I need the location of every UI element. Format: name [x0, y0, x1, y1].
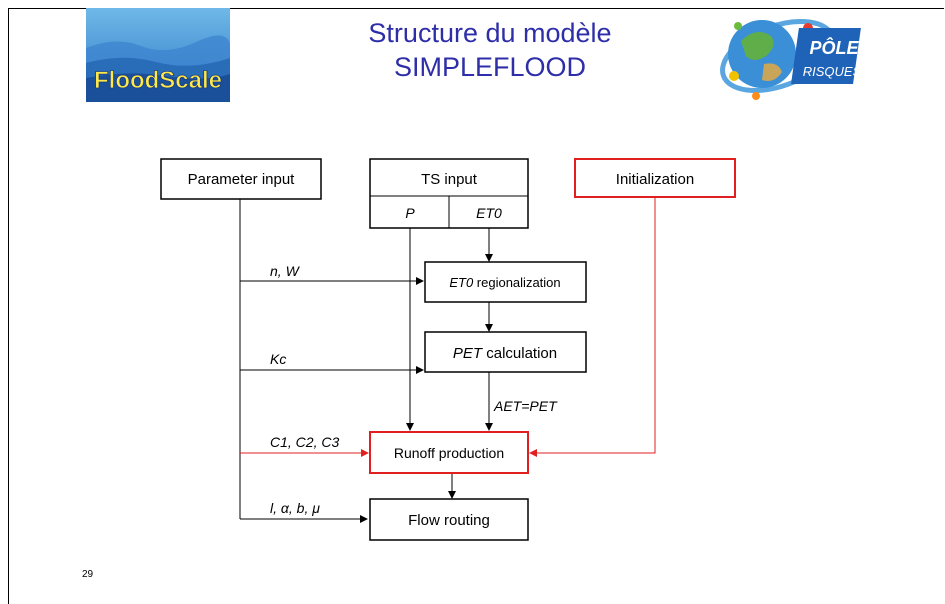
flow-routing-label: Flow routing	[408, 512, 490, 529]
runoff-production-label: Runoff production	[394, 445, 504, 461]
pole-logo-text-top: PÔLE	[809, 37, 859, 58]
floodscale-logo-text: FloodScale	[94, 67, 222, 94]
red-connector-lines	[240, 197, 656, 457]
box-ts-input: TS input P ET0	[369, 158, 529, 229]
ts-input-p-label: P	[405, 205, 415, 221]
pet-calculation-text: calculation	[482, 345, 557, 362]
title-line-2: SIMPLEFLOOD	[393, 52, 587, 82]
arrow-initialization	[529, 197, 656, 457]
ts-input-label: TS input	[421, 171, 478, 188]
pet-calculation-var: PET	[453, 345, 484, 362]
page-number: 29	[82, 569, 94, 580]
pole-risques-logo: PÔLE RISQUES	[720, 19, 862, 100]
slide-title: Structure du modèle SIMPLEFLOOD	[300, 16, 680, 84]
initialization-label: Initialization	[616, 171, 694, 188]
floodscale-logo: FloodScale	[86, 8, 230, 102]
svg-text:ET0 regionalization: ET0 regionalization	[449, 275, 560, 290]
connector-lines	[239, 199, 493, 523]
et0-regionalization-text: regionalization	[473, 275, 560, 290]
box-pet-calculation: PET calculation	[424, 331, 587, 373]
slide-frame	[8, 8, 944, 604]
box-et0-regionalization: ET0 regionalization	[424, 261, 587, 303]
edge-label-c-params: C1, C2, C3	[270, 434, 339, 450]
svg-text:PET calculation: PET calculation	[453, 345, 557, 362]
box-parameter-input: Parameter input	[160, 158, 322, 200]
edge-label-kc: Kc	[270, 351, 286, 367]
edge-label-aet-pet: AET=PET	[493, 398, 558, 414]
ts-input-et0-label: ET0	[476, 205, 502, 221]
edge-label-n-w: n, W	[270, 263, 301, 279]
et0-regionalization-var: ET0	[449, 275, 474, 290]
title-line-1: Structure du modèle	[368, 18, 612, 48]
edge-label-l-params: l, α, b, μ	[270, 500, 320, 516]
pole-logo-text-bottom: RISQUES	[803, 64, 862, 79]
box-flow-routing: Flow routing	[369, 498, 529, 541]
parameter-input-label: Parameter input	[188, 171, 296, 188]
box-runoff-production: Runoff production	[369, 431, 529, 474]
box-initialization: Initialization	[574, 158, 736, 198]
